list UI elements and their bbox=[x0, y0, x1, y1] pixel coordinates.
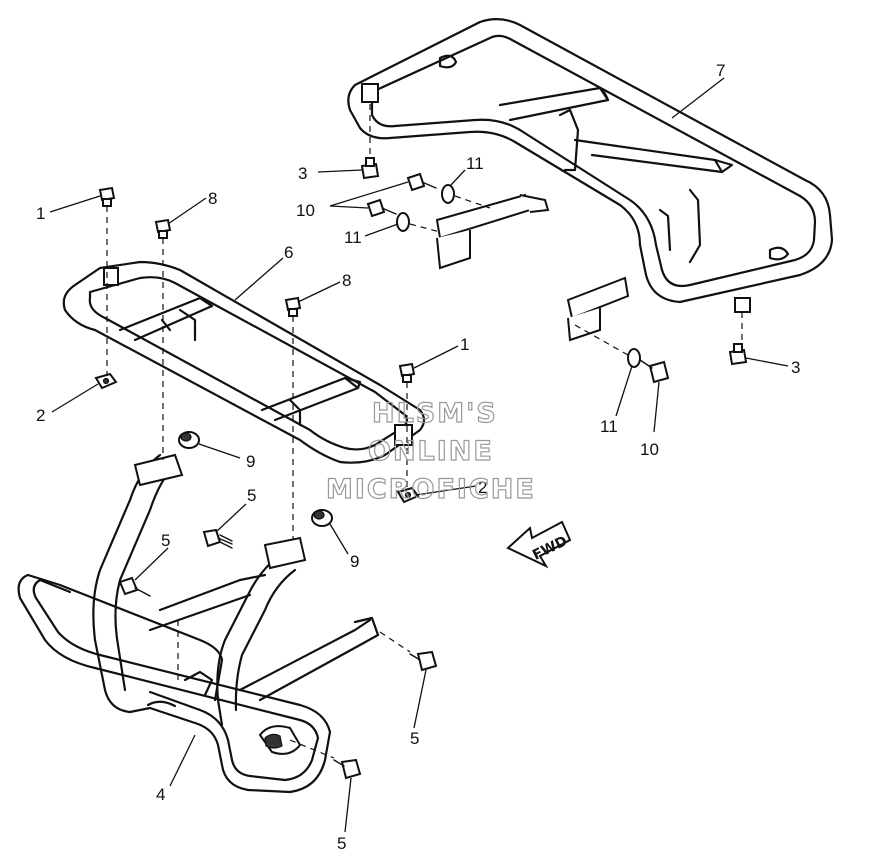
callout-8-top: 8 bbox=[208, 189, 217, 208]
nut-2-middle[interactable] bbox=[396, 486, 420, 504]
bolt-5-bottom[interactable] bbox=[333, 758, 362, 780]
bushing-9-lower[interactable] bbox=[311, 509, 333, 527]
bolt-1-top-left[interactable] bbox=[98, 186, 116, 207]
callout-5-right: 5 bbox=[410, 729, 419, 748]
leader-lines bbox=[49, 77, 789, 833]
callout-5-bottom: 5 bbox=[337, 834, 346, 853]
callout-9-lower: 9 bbox=[350, 552, 359, 571]
callout-7: 7 bbox=[716, 61, 725, 80]
watermark: HLSM'S ONLINE MICROFICHE bbox=[325, 397, 536, 505]
bolt-8-middle[interactable] bbox=[284, 296, 302, 317]
callout-6: 6 bbox=[284, 243, 293, 262]
bolt-1-middle[interactable] bbox=[398, 362, 416, 383]
rear-carrier-part[interactable] bbox=[347, 18, 834, 342]
watermark-line-1: HLSM'S bbox=[372, 398, 498, 429]
nut-3-upper[interactable] bbox=[360, 157, 380, 180]
callout-1-top-left: 1 bbox=[36, 204, 45, 223]
callout-2-middle: 2 bbox=[478, 478, 487, 497]
callout-labels: 1 8 6 8 2 1 2 9 9 5 5 5 5 4 3 10 11 11 7… bbox=[36, 61, 800, 853]
washer-11-middle[interactable] bbox=[396, 212, 410, 232]
fwd-arrow-icon: FWD bbox=[506, 520, 572, 569]
washer-11-upper[interactable] bbox=[441, 184, 455, 204]
callout-5-left: 5 bbox=[161, 531, 170, 550]
watermark-line-2: ONLINE bbox=[368, 436, 494, 467]
callout-10-upper: 10 bbox=[296, 201, 315, 220]
bolt-10-upper[interactable] bbox=[406, 172, 437, 192]
nut-2-left[interactable] bbox=[94, 372, 118, 390]
bushing-9-upper[interactable] bbox=[178, 431, 200, 449]
bolt-10-lower[interactable] bbox=[639, 359, 670, 384]
callout-11-lower: 11 bbox=[600, 417, 618, 436]
bolt-8-top[interactable] bbox=[154, 218, 172, 239]
callout-11-middle: 11 bbox=[344, 228, 362, 247]
callout-10-lower: 10 bbox=[640, 440, 659, 459]
front-carrier-part[interactable] bbox=[62, 260, 426, 464]
callout-11-upper: 11 bbox=[466, 154, 484, 173]
callout-8-middle: 8 bbox=[342, 271, 351, 290]
nut-3-lower[interactable] bbox=[728, 343, 748, 366]
callout-4: 4 bbox=[156, 785, 165, 804]
watermark-line-3: MICROFICHE bbox=[326, 474, 536, 505]
bolt-10-middle[interactable] bbox=[366, 198, 397, 218]
bolt-5-left[interactable] bbox=[118, 576, 151, 597]
bolt-5-upper[interactable] bbox=[202, 528, 233, 549]
callout-3-upper: 3 bbox=[298, 164, 307, 183]
bolt-5-right[interactable] bbox=[409, 650, 438, 672]
callout-2-left: 2 bbox=[36, 406, 45, 425]
callout-9-upper: 9 bbox=[246, 452, 255, 471]
callout-5-upper: 5 bbox=[247, 486, 256, 505]
washer-11-lower[interactable] bbox=[627, 348, 641, 368]
callout-1-middle: 1 bbox=[460, 335, 469, 354]
assembly-lines bbox=[106, 104, 743, 759]
callout-3-lower: 3 bbox=[791, 358, 800, 377]
front-bumper-part[interactable] bbox=[17, 453, 380, 794]
